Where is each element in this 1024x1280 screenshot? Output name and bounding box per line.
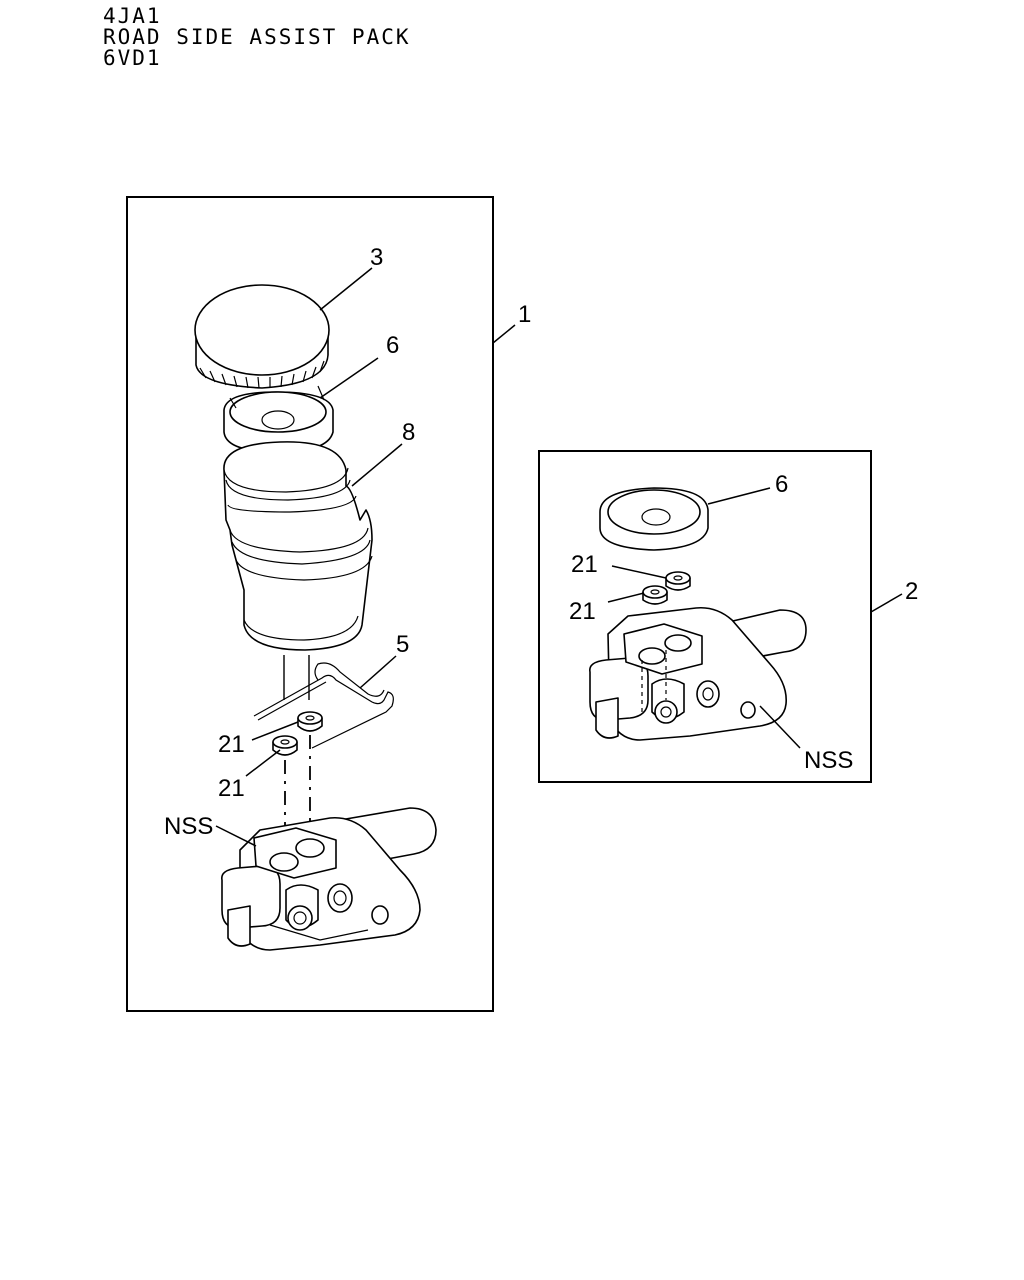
callout-nss-right: NSS [804, 747, 853, 774]
reservoir-cap [194, 284, 330, 389]
retaining-clip [253, 662, 394, 749]
reservoir-seal-left [223, 385, 334, 453]
grommet-right-lower [642, 585, 668, 605]
header-line-engine-1: 4JA1 [103, 4, 162, 28]
callout-3: 3 [370, 244, 383, 271]
callout-21-left-lower: 21 [218, 775, 245, 802]
assembly-1-frame [126, 196, 494, 1012]
grommet-left-upper [297, 711, 323, 732]
callout-21-right-upper: 21 [571, 551, 598, 578]
header: 4JA1 ROAD SIDE ASSIST PACK 6VD1 [103, 6, 411, 69]
callout-6-right: 6 [775, 471, 788, 498]
callout-nss-left: NSS [164, 813, 213, 840]
master-cylinder-body-left [221, 807, 437, 951]
callout-21-left-upper: 21 [218, 731, 245, 758]
callout-8: 8 [402, 419, 415, 446]
callout-5: 5 [396, 631, 409, 658]
callout-2: 2 [905, 578, 918, 605]
callout-21-right-lower: 21 [569, 598, 596, 625]
header-line-engine-2: 6VD1 [103, 46, 162, 70]
assembly-2-frame [538, 450, 872, 783]
reservoir-tank [223, 441, 373, 651]
callout-1: 1 [518, 301, 531, 328]
master-cylinder-body-right [589, 606, 807, 741]
grommet-left-lower [272, 735, 298, 756]
header-line-pack: ROAD SIDE ASSIST PACK [103, 25, 411, 49]
grommet-right-upper [665, 571, 691, 591]
reservoir-seal-right [599, 487, 709, 551]
callout-6-left: 6 [386, 332, 399, 359]
